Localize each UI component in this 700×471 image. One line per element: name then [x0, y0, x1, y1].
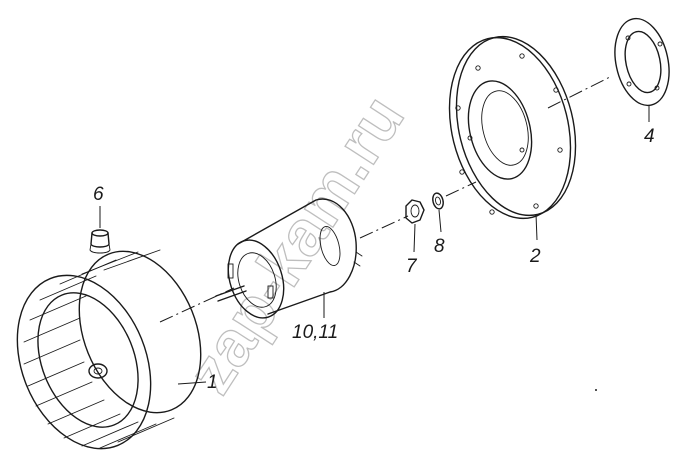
label-nut: 7 [406, 256, 418, 277]
fan-blades [23, 249, 175, 449]
label-flange: 2 [529, 246, 541, 267]
label-fan: 1 [207, 372, 218, 393]
leader-lines [99, 106, 650, 385]
label-gasket: 4 [644, 126, 655, 147]
fan-wheel [16, 249, 202, 450]
washer [432, 192, 444, 210]
watermark: zap-kam.ru [173, 83, 417, 406]
electric-motor [215, 198, 363, 319]
label-motor: 10,11 [292, 322, 338, 343]
label-washer: 8 [434, 236, 445, 257]
speck [595, 389, 597, 391]
gasket [614, 17, 670, 107]
cap [89, 229, 111, 254]
nut [405, 199, 425, 224]
mounting-flange [448, 35, 577, 220]
label-cap: 6 [93, 184, 104, 205]
